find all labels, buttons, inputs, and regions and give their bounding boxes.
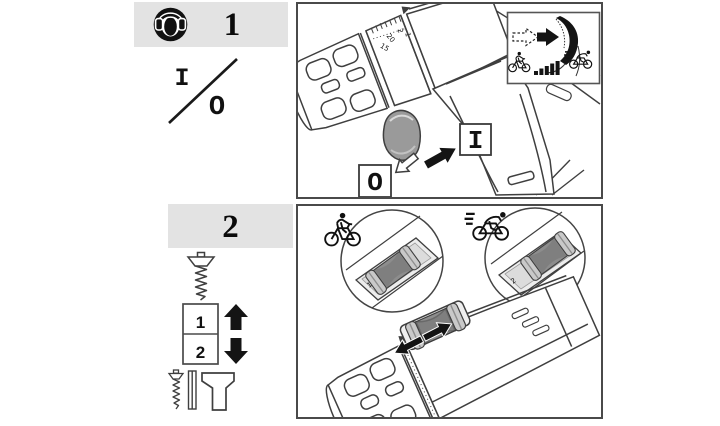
- rear-vents: [511, 307, 550, 337]
- wall-plug-icon: [201, 372, 235, 411]
- drill-onoff-drawing: 1 2 20 15: [298, 4, 601, 197]
- gear-up-arrow-icon: [224, 304, 248, 330]
- drill-bit-icon: [187, 370, 197, 410]
- gear2-label: 2: [196, 343, 205, 362]
- svg-text:2: 2: [396, 27, 405, 34]
- shift-forward-arrow: [421, 322, 453, 342]
- gear1-mark: 1: [365, 281, 373, 290]
- torque-ring-ticks: [370, 15, 406, 40]
- gear-table: 1 2: [182, 303, 219, 365]
- chuck-body: [327, 344, 433, 417]
- svg-text:15: 15: [379, 42, 391, 53]
- gear2-mark: 2: [509, 277, 517, 286]
- speed-bars-icon: [534, 61, 560, 75]
- on-label-box: I: [459, 123, 492, 156]
- onoff-trigger: [382, 109, 422, 161]
- svg-text:20: 20: [385, 32, 397, 44]
- step1-number: 1: [223, 7, 241, 43]
- step1-header: 1: [134, 2, 288, 47]
- ear-protection-icon: [153, 7, 188, 42]
- step1-illustration-panel: 1 2 20 15: [296, 2, 603, 199]
- screw-icon: [186, 251, 216, 301]
- solid-arrow-icon: [537, 28, 559, 46]
- motor-housing: [404, 275, 601, 417]
- step2-number: 2: [222, 209, 239, 245]
- io-off-glyph: O: [209, 93, 225, 123]
- chuck-grip-flutes: [305, 44, 376, 120]
- off-label-box: O: [358, 164, 392, 197]
- dashed-arrow-icon: [512, 27, 540, 47]
- shift-back-arrow: [393, 335, 425, 355]
- on-off-symbol: I O: [168, 58, 238, 124]
- divider-slash: [168, 58, 238, 124]
- io-on-glyph: I: [174, 64, 189, 93]
- step2-illustration-panel: 1 2: [296, 204, 603, 419]
- chuck-grip-flutes: [343, 357, 417, 417]
- gear-down-arrow-icon: [224, 338, 248, 364]
- gear-application-icons: 1 2: [167, 251, 248, 411]
- drill-front-assembly: 1 2 20 15: [298, 4, 514, 131]
- press-arrow: [424, 147, 456, 169]
- torque-marker-triangle: [401, 6, 411, 15]
- off-label: O: [367, 168, 383, 197]
- variable-speed-inset: [506, 11, 601, 85]
- on-label: I: [468, 126, 484, 156]
- trigger-curve-icon: [556, 16, 579, 65]
- step2-header: 2: [168, 204, 293, 248]
- release-arrow: [394, 152, 420, 174]
- small-screw-icon: [167, 369, 185, 410]
- gear-selector-drawing: 1 2: [324, 207, 601, 417]
- gear1-detail-circle: 1: [340, 209, 444, 313]
- gear1-label: 1: [196, 313, 205, 332]
